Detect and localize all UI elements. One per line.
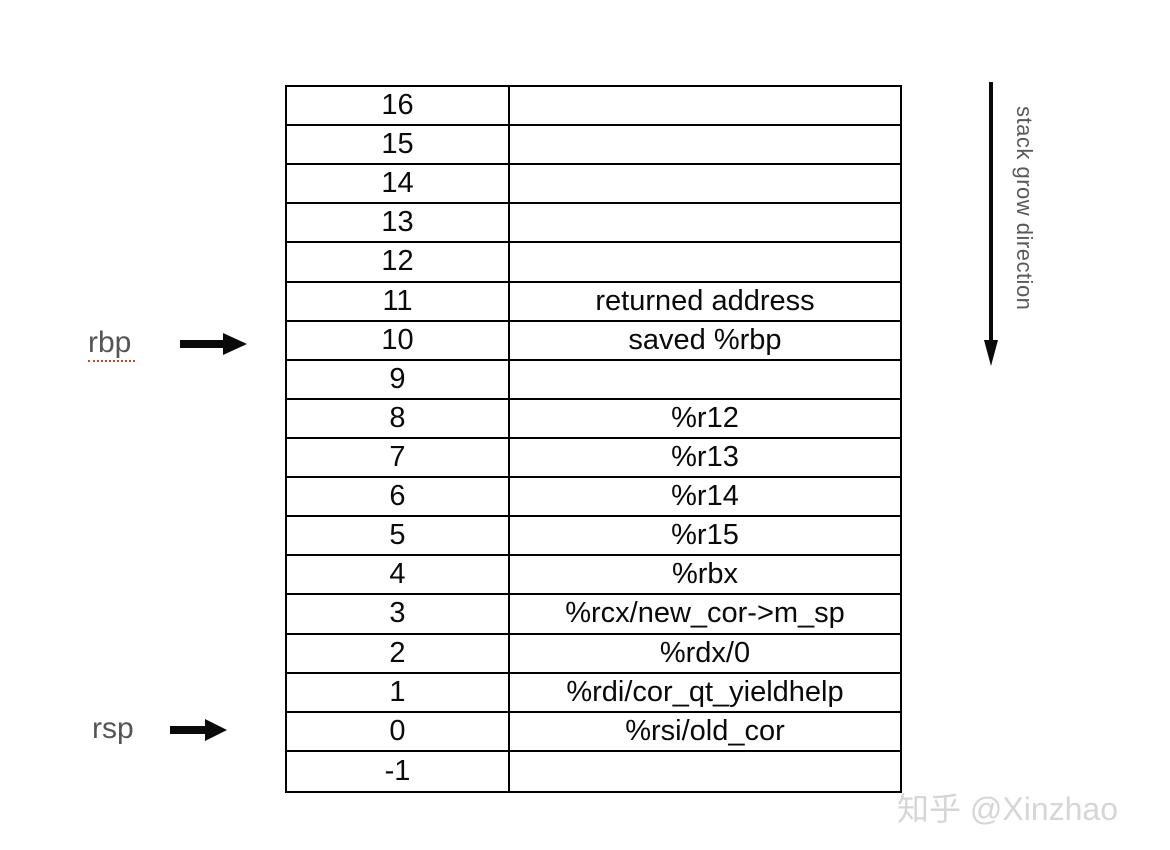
stack-slot-index: 1	[287, 673, 510, 713]
stack-slot-value	[510, 361, 900, 400]
stack-slot-value	[510, 165, 900, 205]
watermark: 知乎 @Xinzhao	[897, 791, 1119, 827]
stack-grow-arrow-icon	[984, 82, 998, 366]
stack-slot-index: 15	[287, 126, 510, 166]
stack-slot-index: 10	[287, 321, 510, 361]
stack-slot-index: 2	[287, 634, 510, 674]
stack-slot-index: 7	[287, 438, 510, 479]
stack-slot-value: saved %rbp	[510, 322, 900, 361]
stack-slot-value: %r14	[510, 478, 900, 518]
stack-slot-index: 14	[287, 165, 510, 205]
stack-slot-value: %rdx/0	[510, 635, 900, 674]
stack-slot-index: 11	[287, 282, 510, 322]
stack-slot-index: 0	[287, 712, 510, 752]
rsp-arrow-icon	[170, 719, 227, 741]
stack-slot-value: returned address	[510, 283, 900, 322]
stack-slot-value: %rdi/cor_qt_yieldhelp	[510, 674, 900, 713]
stack-slot-index: 6	[287, 478, 510, 518]
stack-slot-index: 8	[287, 399, 510, 439]
stack-slot-index: 9	[287, 360, 510, 400]
rsp-pointer-label: rsp	[92, 712, 134, 745]
stack-slot-index: 5	[287, 517, 510, 557]
stack-slot-index: 16	[287, 87, 510, 127]
stack-slot-value	[510, 87, 900, 127]
rbp-pointer-label: rbp	[88, 326, 136, 362]
stack-slot-value: %rbx	[510, 556, 900, 596]
stack-slot-index: -1	[287, 751, 510, 791]
stack-slot-index: 4	[287, 556, 510, 596]
stack-slot-value: %r13	[510, 439, 900, 479]
stack-slot-index: 3	[287, 595, 510, 635]
stack-slot-index: 12	[287, 243, 510, 283]
stack-table: 16 15 14 13 12 11 returned address 10 sa…	[285, 85, 902, 793]
stack-slot-value: %rsi/old_cor	[510, 713, 900, 752]
stack-slot-value: %rcx/new_cor->m_sp	[510, 595, 900, 635]
stack-slot-value: %r12	[510, 400, 900, 439]
stack-slot-value	[510, 243, 900, 283]
stack-slot-value: %r15	[510, 517, 900, 557]
stack-slot-index: 13	[287, 204, 510, 244]
stack-slot-value	[510, 752, 900, 791]
stack-slot-value	[510, 204, 900, 244]
stack-slot-value	[510, 126, 900, 166]
stack-grow-direction-label: stack grow direction	[1012, 106, 1037, 311]
rbp-arrow-icon	[180, 333, 247, 355]
